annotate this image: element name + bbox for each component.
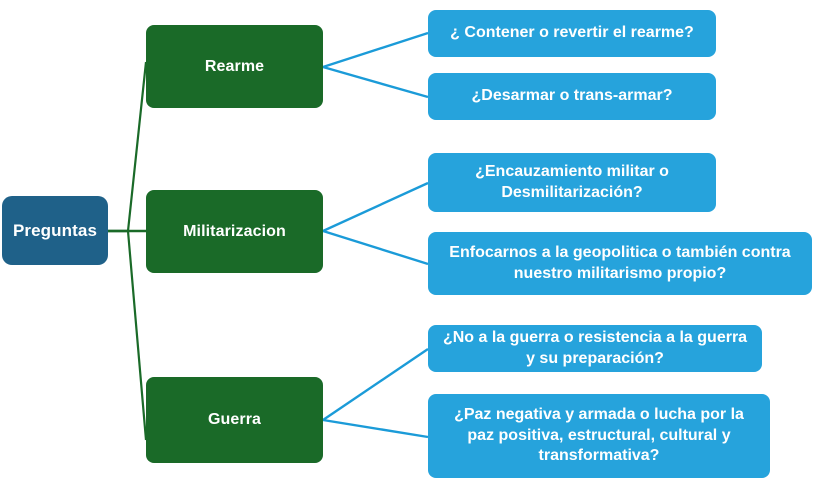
node-question-contener-revertir-rearme[interactable]: ¿ Contener o revertir el rearme? bbox=[428, 10, 716, 57]
connector-militarizacion-to-leaf-1 bbox=[322, 181, 429, 233]
node-preguntas[interactable]: Preguntas bbox=[2, 196, 108, 265]
connector-guerra-to-leaf-1 bbox=[322, 348, 429, 421]
node-rearme[interactable]: Rearme bbox=[146, 25, 323, 108]
connector-rearme-to-leaf-1 bbox=[322, 31, 429, 69]
node-preguntas-label: Preguntas bbox=[12, 220, 98, 240]
node-militarizacion-label: Militarizacion bbox=[183, 222, 286, 240]
node-guerra-label: Guerra bbox=[207, 411, 262, 428]
connector-guerra-to-leaf-2 bbox=[322, 418, 429, 439]
node-question-paz-negativa-paz-positiva[interactable]: ¿Paz negativa y armada o lucha por la pa… bbox=[428, 394, 770, 478]
connector-rearme-to-leaf-2 bbox=[322, 65, 429, 99]
node-rearme-label: Rearme bbox=[204, 57, 265, 75]
node-question-geopolitica-militarismo-propio[interactable]: Enfocarnos a la geopolitica o también co… bbox=[428, 232, 812, 295]
node-militarizacion[interactable]: Militarizacion bbox=[146, 190, 323, 273]
node-question-desarmar-transarmar[interactable]: ¿Desarmar o trans-armar? bbox=[428, 73, 716, 120]
connector-root-to-rearme bbox=[108, 61, 148, 233]
node-question-label: Enfocarnos a la geopolitica o también co… bbox=[449, 244, 791, 282]
node-question-label: ¿ Contener o revertir el rearme? bbox=[450, 24, 694, 42]
node-question-label: ¿Encauzamiento militar o Desmilitarizaci… bbox=[475, 163, 669, 201]
node-question-label: ¿Desarmar o trans-armar? bbox=[471, 87, 673, 105]
connector-root-to-guerra bbox=[108, 229, 148, 441]
node-question-label: ¿No a la guerra o resistencia a la guerr… bbox=[442, 329, 748, 367]
node-guerra[interactable]: Guerra bbox=[146, 377, 323, 463]
connector-militarizacion-to-leaf-2 bbox=[322, 229, 429, 266]
node-question-no-a-la-guerra-resistencia[interactable]: ¿No a la guerra o resistencia a la guerr… bbox=[428, 325, 762, 372]
node-question-encauzamiento-desmilitarizacion[interactable]: ¿Encauzamiento militar o Desmilitarizaci… bbox=[428, 153, 716, 212]
node-question-label: ¿Paz negativa y armada o lucha por la pa… bbox=[454, 406, 744, 465]
